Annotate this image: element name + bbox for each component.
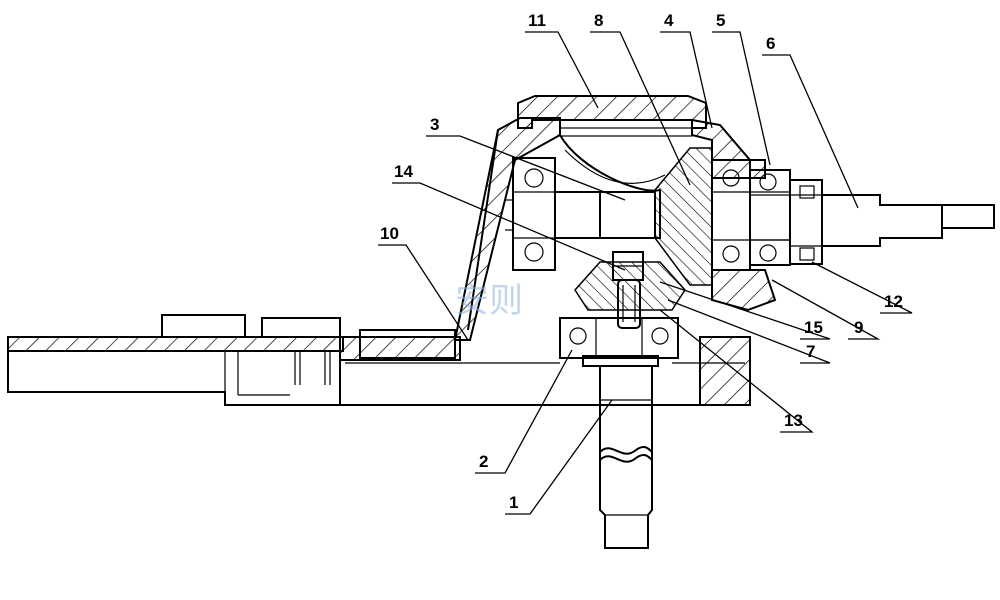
callout-5: 5 xyxy=(716,11,725,30)
watermark-text: 安则 xyxy=(455,281,523,321)
callout-10: 10 xyxy=(380,224,399,243)
callout-7: 7 xyxy=(806,342,815,361)
gearbox-casing xyxy=(453,95,777,341)
callout-13: 13 xyxy=(784,411,803,430)
callout-labels: 11 8 4 5 6 3 14 10 12 15 9 7 13 2 1 xyxy=(380,11,903,512)
callout-11: 11 xyxy=(528,11,546,30)
callout-3: 3 xyxy=(430,115,439,134)
callout-14: 14 xyxy=(394,162,413,181)
callout-15: 15 xyxy=(804,318,823,337)
leader-lines xyxy=(378,31,913,515)
callout-8: 8 xyxy=(594,11,603,30)
horizontal-shaft xyxy=(505,134,995,286)
callout-9: 9 xyxy=(854,318,863,337)
callout-6: 6 xyxy=(766,34,775,53)
callout-1: 1 xyxy=(509,493,518,512)
base-housing xyxy=(7,314,751,406)
callout-2: 2 xyxy=(479,452,488,471)
callout-4: 4 xyxy=(664,11,674,30)
callout-12: 12 xyxy=(884,292,903,311)
vertical-shaft xyxy=(559,251,686,549)
